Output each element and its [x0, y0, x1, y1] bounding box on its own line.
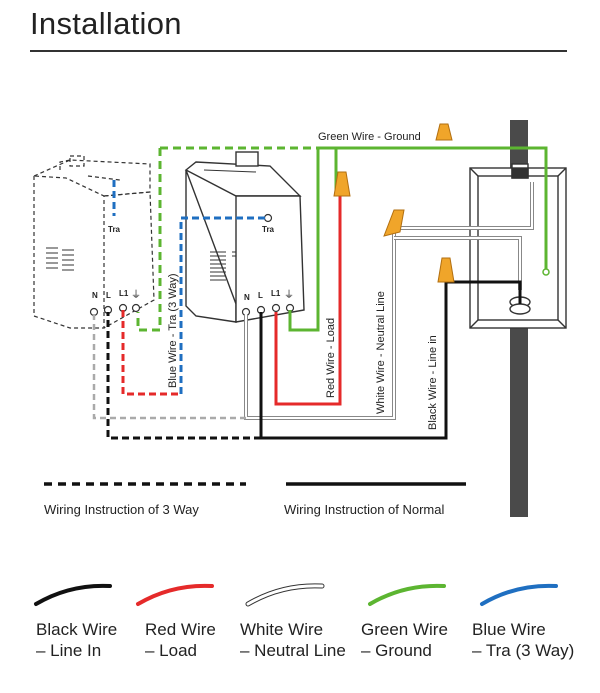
legend-red-desc: – Load [145, 641, 197, 660]
legend-blue: Blue Wire – Tra (3 Way) [472, 619, 574, 661]
red-wire-label: Red Wire - Load [325, 318, 337, 398]
green-wire-label: Green Wire - Ground [318, 131, 421, 143]
main-switch-vents [210, 251, 236, 281]
three-way-n-label: N [92, 291, 98, 300]
wire-nut-black [437, 257, 455, 283]
main-tra-terminal [263, 213, 273, 223]
main-tra-label: Tra [262, 225, 275, 234]
legend-black: Black Wire – Line In [36, 619, 117, 661]
legend-red-swatch [136, 583, 214, 606]
legend-white-name: White Wire [240, 620, 324, 639]
main-ground-icon: ⏚ [284, 289, 294, 301]
main-switch [184, 151, 305, 323]
blue-tra-wire [112, 180, 266, 394]
legend-green: Green Wire – Ground [361, 619, 448, 661]
legend-blue-name: Blue Wire [472, 620, 546, 639]
title-divider [30, 50, 567, 52]
white-neutral-wire [92, 182, 534, 420]
black-line-wire-3way [106, 312, 261, 440]
main-n-label: N [244, 293, 250, 302]
legend-green-swatch [368, 583, 446, 606]
three-way-tra-label: Tra [108, 225, 121, 234]
main-l1-label: L1 [271, 289, 281, 298]
three-way-l1-label: L1 [119, 289, 129, 298]
legend-green-desc: – Ground [361, 641, 432, 660]
legend-blue-swatch [480, 583, 558, 606]
legend-blue-desc: – Tra (3 Way) [472, 641, 575, 660]
green-ground-wire [136, 146, 548, 332]
white-wire-label: White Wire - Neutral Line [375, 291, 387, 414]
legend-black-name: Black Wire [36, 620, 118, 639]
three-way-ground-icon: ⏚ [131, 289, 141, 301]
red-load-wire-3way [121, 310, 181, 396]
legend-black-swatch [34, 583, 112, 606]
three-way-key-label: Wiring Instruction of 3 Way [44, 502, 199, 517]
legend-white-swatch [245, 583, 325, 607]
legend-red: Red Wire – Load [145, 619, 216, 661]
ground-screw [542, 268, 550, 276]
three-way-terminals [89, 303, 141, 317]
black-line-wire [259, 280, 522, 440]
black-wire-label: Black Wire - Line in [427, 335, 439, 430]
three-way-l-label: L [106, 291, 111, 300]
legend-red-name: Red Wire [145, 620, 216, 639]
legend-white-desc: – Neutral Line [240, 641, 346, 660]
wire-nut-white [383, 209, 405, 237]
page-title: Installation [30, 6, 182, 41]
blue-wire-label: Blue Wire - Tra (3 Way) [167, 274, 179, 389]
legend-green-name: Green Wire [361, 620, 448, 639]
legend-black-desc: – Line In [36, 641, 102, 660]
red-load-wire [274, 196, 342, 406]
three-way-switch [33, 155, 155, 329]
legend-white: White Wire – Neutral Line [240, 619, 346, 661]
normal-key-label: Wiring Instruction of Normal [284, 502, 444, 517]
wire-nut-red [333, 171, 351, 197]
main-l-label: L [258, 291, 263, 300]
wire-nut-ground [435, 123, 453, 141]
three-way-switch-vents [46, 247, 74, 271]
